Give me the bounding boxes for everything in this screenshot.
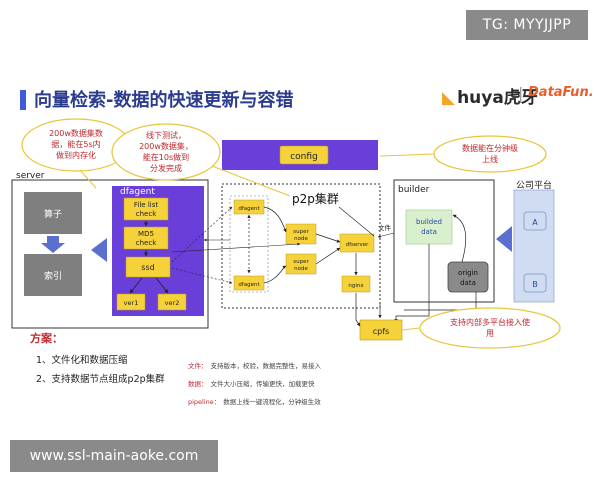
builded-data-line1: builded (416, 218, 442, 226)
callout-pointer (379, 153, 435, 157)
callout-pointer (401, 327, 421, 331)
callout-pointer (211, 165, 291, 197)
ver2-label: ver2 (165, 299, 180, 307)
platform-a-label: A (532, 218, 538, 227)
slide-title: 向量检索-数据的快速更新与容错 (34, 90, 294, 111)
origin-data-node[interactable] (447, 261, 489, 293)
plan-item: 2、支持数据节点组成p2p集群 (36, 374, 165, 385)
callout-distribution (111, 123, 221, 181)
legend-item: 数据：文件大小压缩，传输更快，加载更快 (188, 380, 315, 388)
left-arrow-icon (496, 226, 512, 252)
nginx-label: nginx (348, 283, 364, 289)
legend: 文件：支持版本，校验，数据完整性，易接入 数据：文件大小压缩，传输更快，加载更快… (188, 360, 321, 414)
flow-arrow (315, 233, 341, 243)
callout-platform (419, 307, 561, 349)
platform-b-label: B (532, 280, 538, 289)
flow-arrow (452, 214, 467, 263)
dfserver-label: dfserver (346, 242, 370, 248)
origin-data-line1: origin (458, 269, 478, 277)
file-list-check-line2: check (136, 210, 157, 218)
index-label: 索引 (44, 270, 62, 282)
huya-logo: ◣huya虎牙 (442, 88, 538, 108)
flow-arrow (263, 265, 287, 284)
dfagent-node-top-label: dfagent (238, 206, 260, 212)
p2p-cluster-label: p2p集群 (292, 191, 339, 206)
flow-arrow (263, 206, 287, 233)
callout-pointer (79, 169, 97, 189)
flow-arrow (394, 244, 430, 323)
ver2-node[interactable] (157, 293, 187, 311)
config-node[interactable] (279, 145, 329, 165)
callout-memory-line2: 据，能在5s内 (51, 139, 100, 149)
left-arrow-icon (91, 238, 107, 262)
legend-item: pipeline：数据上线一键流程化，分钟级生效 (188, 398, 321, 406)
plan-section: 方案： 1、文件化和数据压缩 2、支持数据节点组成p2p集群 (30, 330, 165, 385)
super-node-bottom-line2: node (294, 266, 308, 272)
platform-b[interactable] (523, 273, 547, 293)
title-accent-bar (20, 90, 26, 110)
super-node-top-line2: node (294, 236, 308, 242)
cpfs-label: cpfs (373, 327, 389, 336)
flow-arrow (155, 277, 169, 294)
plan-item: 1、文件化和数据压缩 (36, 355, 128, 366)
callout-distribution-line3: 能在10s做到 (143, 152, 189, 162)
datafun-logo: DataFun. (528, 85, 594, 100)
nginx-node[interactable] (341, 275, 371, 293)
super-node-bottom-line1: super (293, 259, 309, 265)
callout-distribution-line2: 200w数据集， (139, 141, 193, 151)
dfagent-node-bottom-label: dfagent (238, 282, 260, 288)
file-list-check-line1: File list (134, 201, 158, 209)
flow-arrow (315, 247, 341, 265)
builded-data-line2: data (421, 228, 437, 236)
flow-arrow (129, 277, 143, 294)
callout-minute-line1: 数据能在分钟级 (462, 143, 518, 153)
super-node-top-line1: super (293, 229, 309, 235)
dashed-link (171, 206, 233, 263)
operator-block[interactable] (24, 192, 82, 234)
callout-distribution-line4: 分发完成 (150, 163, 182, 173)
ver1-node[interactable] (116, 293, 146, 311)
down-arrow-icon (41, 236, 65, 253)
callout-memory-line3: 做到内存化 (56, 150, 96, 160)
flow-line (338, 206, 375, 237)
watermark-bottom: www.ssl-main-aoke.com (10, 440, 218, 472)
server-label: server (16, 171, 45, 181)
callout-minute (433, 135, 547, 173)
index-block[interactable] (24, 254, 82, 296)
callout-platform-line1: 支持内部多平台接入使 (450, 317, 530, 327)
file-tag: 文件 (378, 223, 392, 232)
huya-logo-icon: ◣ (442, 88, 456, 108)
callout-minute-line2: 上线 (482, 154, 498, 164)
md5-check-line1: MD5 (138, 230, 154, 238)
flow-arrow (377, 232, 395, 238)
callout-platform-line2: 用 (486, 329, 494, 338)
file-list-check-node[interactable] (123, 197, 169, 221)
ver1-label: ver1 (124, 299, 139, 307)
ssd-label: ssd (141, 263, 154, 272)
legend-item: 文件：支持版本，校验，数据完整性，易接入 (188, 362, 321, 370)
watermark-top: TG: MYYJJPP (466, 10, 588, 40)
flow-arrow (355, 293, 361, 327)
logo-separator: | (518, 84, 524, 103)
md5-check-line2: check (136, 239, 157, 247)
company-platform-label: 公司平台 (516, 179, 552, 191)
callout-distribution-line1: 线下测试， (146, 130, 186, 140)
builded-data-node[interactable] (405, 209, 453, 245)
origin-data-line2: data (460, 279, 476, 287)
flow-arrow (171, 242, 301, 253)
config-label: config (290, 152, 318, 162)
dfagent-label: dfagent (120, 187, 155, 197)
plan-title: 方案： (30, 332, 63, 345)
md5-check-node[interactable] (123, 226, 169, 250)
builder-label: builder (398, 185, 430, 195)
callout-memory-line1: 200w数据集数 (49, 128, 103, 138)
dfserver-node[interactable] (339, 233, 375, 253)
ssd-node[interactable] (125, 256, 171, 278)
operator-label: 算子 (44, 208, 62, 220)
platform-a[interactable] (523, 211, 547, 231)
